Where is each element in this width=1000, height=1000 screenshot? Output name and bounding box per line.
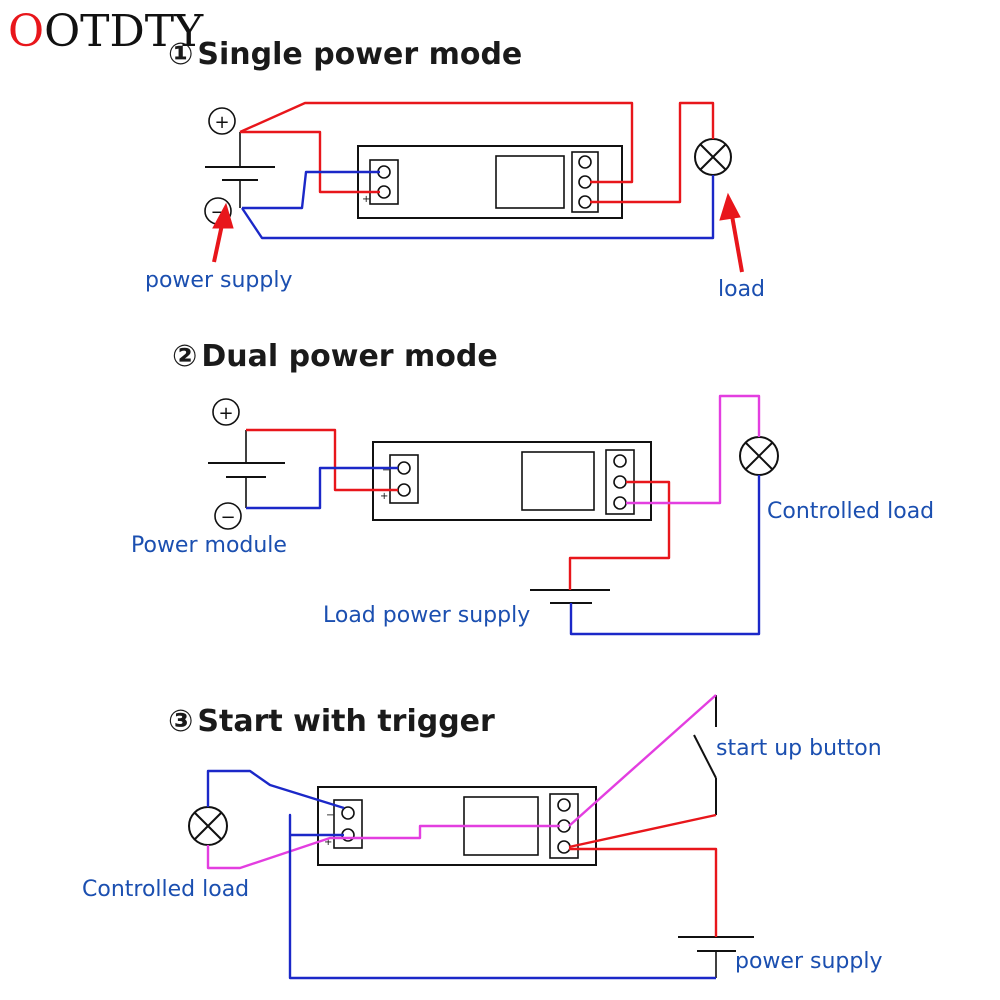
power-supply-label: power supply [735, 949, 882, 974]
wire-pink [568, 694, 717, 827]
power-supply-label: power supply [145, 268, 292, 293]
relay-component [495, 155, 565, 209]
relay-module-body [317, 786, 597, 866]
section-2-title: Dual power mode [201, 339, 497, 374]
switch-contact [693, 734, 717, 779]
load-label: load [718, 277, 765, 302]
input-plus-marking: + [380, 491, 388, 502]
arrowhead [719, 192, 741, 221]
controlled-load-label: Controlled load [767, 499, 934, 524]
arrow-load [729, 209, 744, 273]
section-3-load-lamp [188, 806, 228, 846]
output-terminal-screw [578, 195, 592, 209]
output-terminal-screw [613, 475, 627, 489]
output-terminal-screw [557, 840, 571, 854]
input-terminal-block [333, 799, 363, 849]
plus-terminal-symbol [208, 107, 236, 135]
input-terminal-screw [397, 483, 411, 497]
section-2-relay-module: − + [372, 441, 652, 521]
section-2-load-lamp [739, 436, 779, 476]
output-terminal-screw [578, 155, 592, 169]
section-1-load-lamp [694, 138, 732, 176]
relay-component [521, 451, 595, 511]
wire-red [246, 428, 398, 492]
wire-blue [241, 175, 715, 240]
wire-red [568, 813, 717, 849]
start-up-button-switch [693, 695, 717, 815]
relay-module-body [372, 441, 652, 521]
section-2-battery: + − [208, 398, 285, 530]
wire-blue [242, 170, 380, 210]
wire-pink [206, 824, 560, 870]
input-plus-marking: + [324, 837, 332, 848]
input-minus-marking: − [326, 810, 334, 821]
section-2-load-battery [530, 589, 610, 604]
wire-pink [626, 394, 761, 505]
input-terminal-block [389, 454, 419, 504]
wire-red [239, 101, 634, 184]
section-2-number: ② [172, 339, 197, 374]
section-1-title: Single power mode [197, 37, 522, 72]
output-terminal-screw [557, 798, 571, 812]
section-3-number: ③ [168, 704, 193, 739]
wire-red [590, 101, 715, 204]
wire-blue [288, 813, 716, 980]
wire-blue [206, 769, 345, 810]
minus-sign: − [220, 507, 235, 528]
controlled-load-label: Controlled load [82, 877, 249, 902]
input-minus-marking: − [382, 465, 390, 476]
output-terminal-screw [613, 454, 627, 468]
wire-blue [246, 466, 398, 510]
wire-red [568, 480, 671, 590]
section-1-battery: + − [204, 107, 275, 225]
wire-red [240, 130, 380, 194]
input-terminal-screw [341, 806, 355, 820]
wire-blue [569, 475, 761, 636]
input-terminal-screw [397, 461, 411, 475]
minus-terminal-symbol [214, 502, 242, 530]
plus-sign: + [218, 403, 233, 424]
arrowhead [212, 202, 234, 229]
brand-rest: OTDTY [44, 6, 204, 57]
power-module-label: Power module [131, 533, 287, 558]
output-terminal-screw [613, 496, 627, 510]
section-3-title: Start with trigger [197, 704, 495, 739]
load-power-supply-label: Load power supply [323, 603, 530, 628]
input-terminal-block [369, 159, 399, 205]
section-1-relay-module: + [357, 145, 623, 219]
section-1-number: ① [168, 37, 193, 72]
wire-red [569, 847, 718, 937]
start-up-button-label: start up button [716, 736, 882, 761]
plus-sign: + [214, 112, 229, 133]
input-plus-marking: + [362, 194, 370, 205]
output-terminal-screw [578, 175, 592, 189]
brand-first-letter: O [8, 6, 44, 57]
plus-terminal-symbol [212, 398, 240, 426]
brand-logo: OOTDTY [8, 6, 204, 57]
